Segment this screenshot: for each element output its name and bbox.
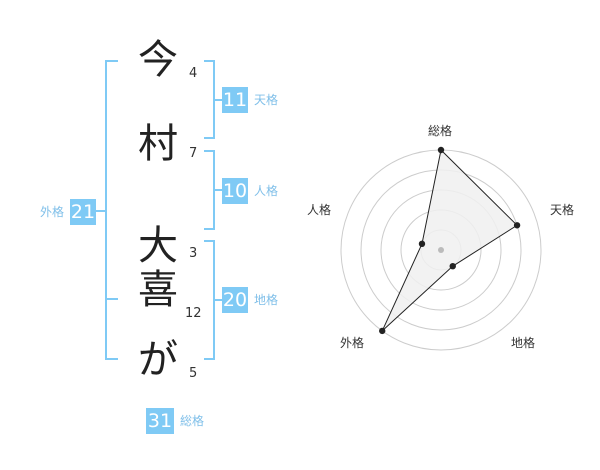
radar-axis-label-chikaku: 地格 [511, 336, 536, 350]
radar-point-4 [418, 240, 426, 248]
radar-axis-label-jinkaku: 人格 [307, 203, 332, 217]
name-char-5: が [138, 337, 178, 383]
radar-point-1 [513, 222, 521, 229]
stroke-count-5: 5 [189, 366, 198, 381]
jinkaku-label: 人格 [254, 184, 279, 198]
chikaku-value: 20 [222, 287, 248, 313]
radar-point-2 [449, 262, 456, 270]
tenkaku-label: 天格 [254, 93, 279, 107]
stroke-count-1: 4 [189, 66, 198, 81]
radar-axis-label-gaikaku: 外格 [340, 336, 365, 350]
gaikaku-label: 外格 [40, 205, 65, 219]
soukaku-label: 総格 [180, 414, 205, 428]
stroke-count-2: 7 [189, 146, 198, 161]
radar-center-dot [438, 247, 444, 253]
radar-axis-label-tenkaku: 天格 [550, 203, 575, 217]
soukaku-value: 31 [146, 408, 174, 434]
gaikaku-value: 21 [70, 199, 96, 225]
radar-point-3 [379, 327, 386, 335]
radar-point-0 [437, 146, 445, 154]
radar-data-polygon [381, 148, 518, 332]
tenkaku-value: 11 [222, 87, 248, 113]
name-char-2: 村 [138, 121, 178, 167]
stroke-count-4: 12 [185, 306, 202, 321]
jinkaku-value: 10 [222, 178, 248, 204]
name-char-1: 今 [138, 37, 178, 83]
chikaku-label: 地格 [254, 293, 279, 307]
name-char-4: 喜 [138, 267, 178, 313]
name-char-3: 大 [138, 223, 178, 269]
stroke-count-3: 3 [189, 246, 198, 261]
radar-axis-label-soukaku: 総格 [428, 124, 453, 138]
